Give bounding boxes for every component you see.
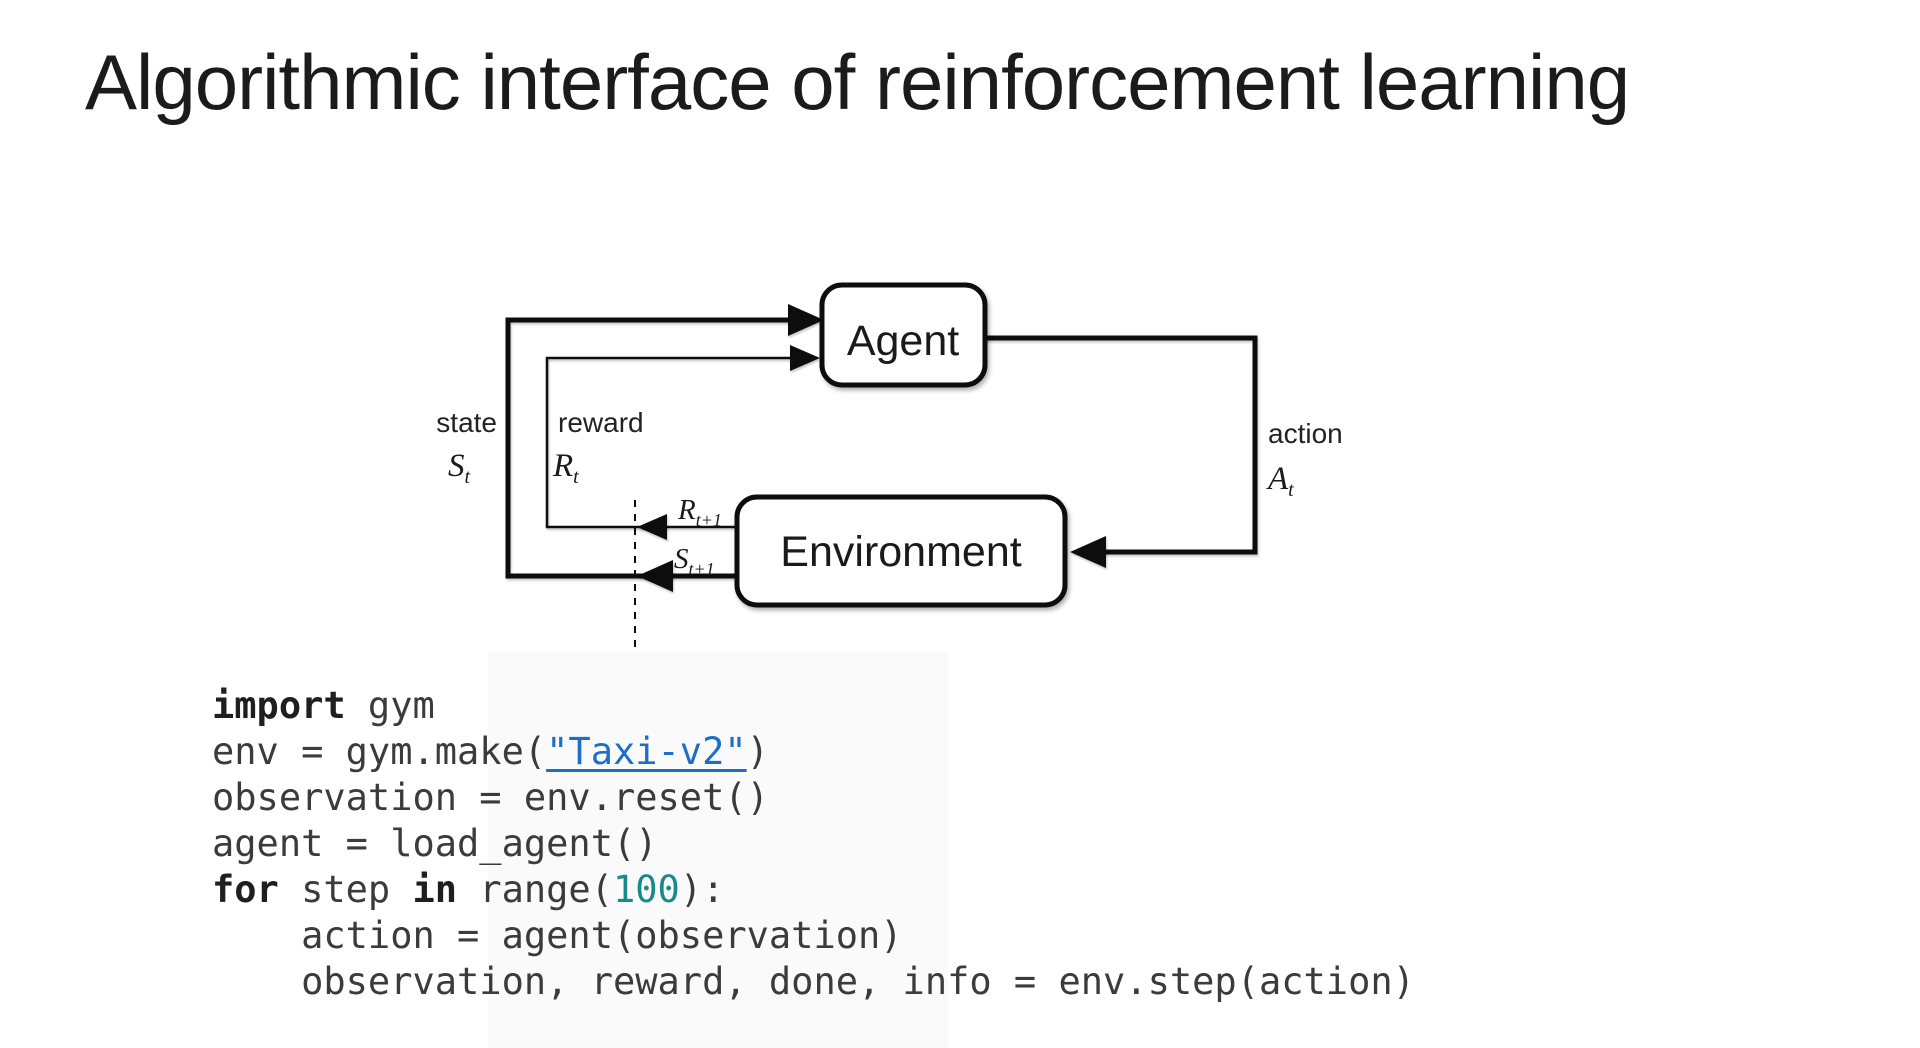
environment-box: [734, 494, 1068, 608]
code-line: observation, reward, done, info = env.st…: [212, 959, 1415, 1005]
action-symbol: At: [1266, 461, 1294, 501]
code-token: in: [412, 868, 458, 911]
state-into-agent-arrowhead: [788, 304, 824, 336]
code-line: observation = env.reset(): [212, 775, 1415, 821]
code-line: agent = load_agent(): [212, 821, 1415, 867]
code-line: action = agent(observation): [212, 913, 1415, 959]
next-reward-symbol: Rt+1: [677, 494, 722, 530]
code-token: ):: [679, 868, 725, 911]
code-token: gym: [345, 684, 435, 727]
action-into-environment-arrowhead: [1070, 536, 1106, 568]
code-token: 100: [612, 868, 680, 911]
next-state-symbol: St+1: [674, 543, 715, 579]
action-label: action: [1268, 418, 1343, 449]
state-symbol: St: [448, 448, 471, 488]
code-token: action = agent(observation): [212, 914, 903, 957]
code-token: env = gym.make(: [212, 730, 547, 773]
next-state-arrowhead: [637, 560, 673, 592]
agent-box: [819, 282, 988, 388]
environment-box-label: Environment: [780, 528, 1021, 576]
code-token: observation = env.reset(): [212, 776, 769, 819]
agent-box-label: Agent: [847, 317, 959, 365]
code-line: for step in range(100):: [212, 867, 1415, 913]
code-token: for: [212, 868, 279, 911]
code-token: ): [746, 730, 769, 773]
reward-symbol: Rt: [552, 448, 579, 488]
code-background: [488, 652, 948, 1048]
action-line: [985, 335, 1258, 555]
taxi-v2-link[interactable]: "Taxi-v2": [546, 730, 747, 773]
code-line: env = gym.make("Taxi-v2"): [212, 729, 1415, 775]
slide-title: Algorithmic interface of reinforcement l…: [85, 38, 1630, 126]
code-line: import gym: [212, 683, 1415, 729]
code-token: agent = load_agent(): [212, 822, 658, 865]
reward-label: reward: [558, 407, 644, 438]
reward-into-agent-arrowhead: [790, 345, 820, 371]
code-token: range(: [457, 868, 613, 911]
code-token: observation, reward, done, info = env.st…: [212, 960, 1415, 1003]
code-token: step: [278, 868, 413, 911]
next-reward-arrowhead: [637, 514, 667, 540]
state-label: state: [436, 407, 497, 438]
code-token: import: [212, 684, 346, 727]
state-loop-line: [505, 317, 806, 579]
